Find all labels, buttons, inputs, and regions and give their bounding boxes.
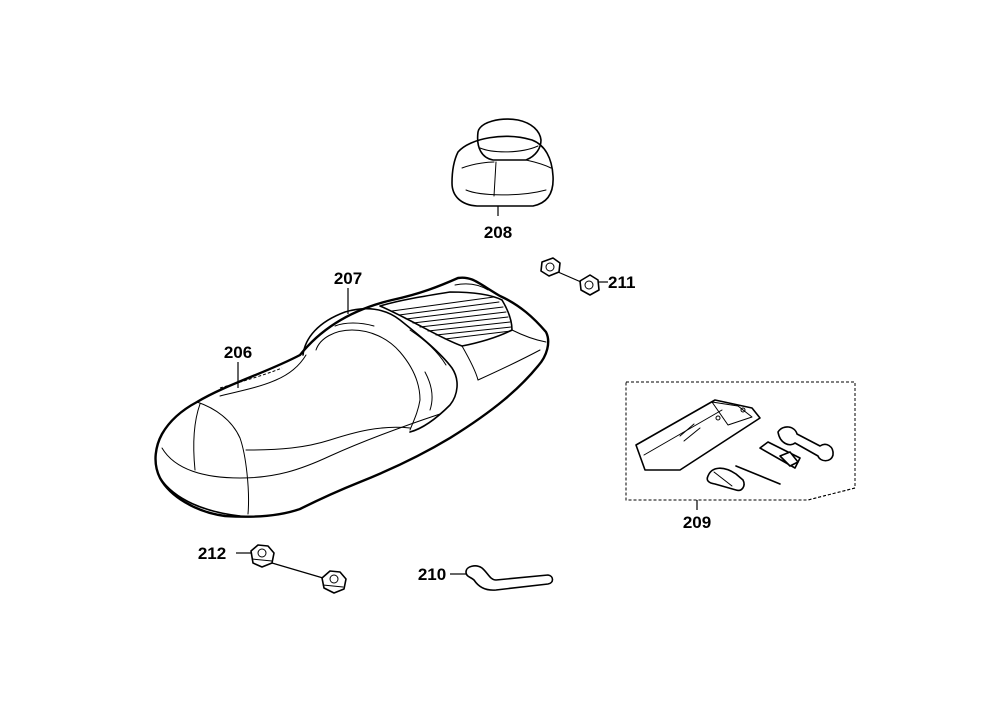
clip-fasteners-211	[540, 257, 608, 296]
backrest-pad-208	[451, 118, 554, 207]
part-number-212: 212	[198, 544, 226, 563]
part-number-207: 207	[334, 269, 362, 288]
seat-assembly	[154, 276, 550, 518]
part-number-210: 210	[418, 565, 446, 584]
part-number-211: 211	[608, 273, 635, 292]
nuts-212	[236, 544, 347, 594]
tool-kit-209	[625, 381, 856, 501]
part-number-208: 208	[484, 223, 512, 242]
hook-wrench-210	[450, 565, 554, 591]
part-number-206: 206	[224, 343, 252, 362]
part-number-209: 209	[683, 513, 711, 532]
